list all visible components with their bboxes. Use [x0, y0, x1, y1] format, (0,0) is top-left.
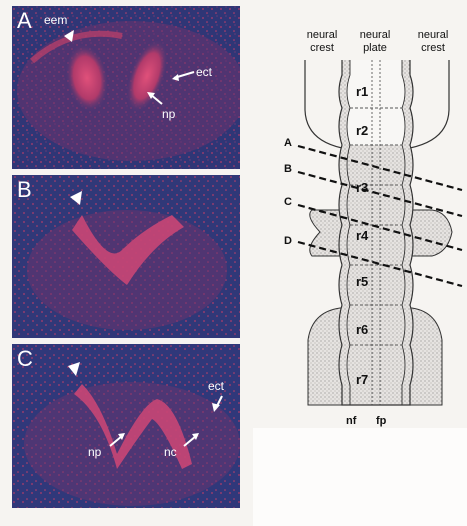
- label-np-a: np: [162, 107, 176, 121]
- rhombomere-r2: r2: [356, 123, 368, 138]
- rhombomere-r4: r4: [356, 228, 369, 243]
- header-plate-line1: neural: [360, 29, 391, 41]
- blank-region: [253, 428, 467, 526]
- rhombomere-r3: r3: [356, 180, 368, 195]
- section-line-d: [297, 240, 463, 288]
- rhombomere-r5: r5: [356, 274, 368, 289]
- panel-letter-c: C: [17, 346, 33, 371]
- section-label-d: D: [284, 235, 292, 247]
- header-left-crest-line1: neural: [307, 29, 338, 41]
- section-label-c: C: [284, 196, 292, 208]
- rhombomere-r1: r1: [356, 84, 368, 99]
- label-ect-a: ect: [196, 65, 213, 79]
- panel-b: B: [12, 175, 240, 338]
- panel-letter-a: A: [17, 8, 32, 33]
- panel-c: ect np nc C: [12, 344, 240, 508]
- label-fp: fp: [376, 415, 387, 427]
- panel-c-micrograph: ect np nc: [12, 344, 240, 508]
- panel-letter-b: B: [17, 177, 32, 202]
- rhombomere-r7: r7: [356, 372, 368, 387]
- header-left-crest-line2: crest: [310, 42, 334, 54]
- section-line-a: [297, 144, 463, 192]
- label-nf: nf: [346, 415, 357, 427]
- section-label-b: B: [284, 163, 292, 175]
- rhombomere-r6: r6: [356, 322, 368, 337]
- panel-b-micrograph: [12, 175, 240, 338]
- figure: eem ect np A B: [12, 6, 463, 508]
- section-label-a: A: [284, 137, 292, 149]
- header-plate-line2: plate: [363, 42, 387, 54]
- header-right-crest-line1: neural: [418, 29, 449, 41]
- header-right-crest-line2: crest: [421, 42, 445, 54]
- label-eem: eem: [44, 13, 67, 27]
- hindbrain-schematic: neural crest neural plate neural crest: [284, 29, 463, 427]
- section-line-c: [297, 203, 463, 252]
- label-np-c: np: [88, 445, 102, 459]
- panel-a-micrograph: eem ect np: [12, 6, 240, 169]
- label-nc: nc: [164, 445, 177, 459]
- section-line-b: [297, 170, 463, 218]
- label-ect-c: ect: [208, 379, 225, 393]
- panel-a: eem ect np A: [12, 6, 240, 169]
